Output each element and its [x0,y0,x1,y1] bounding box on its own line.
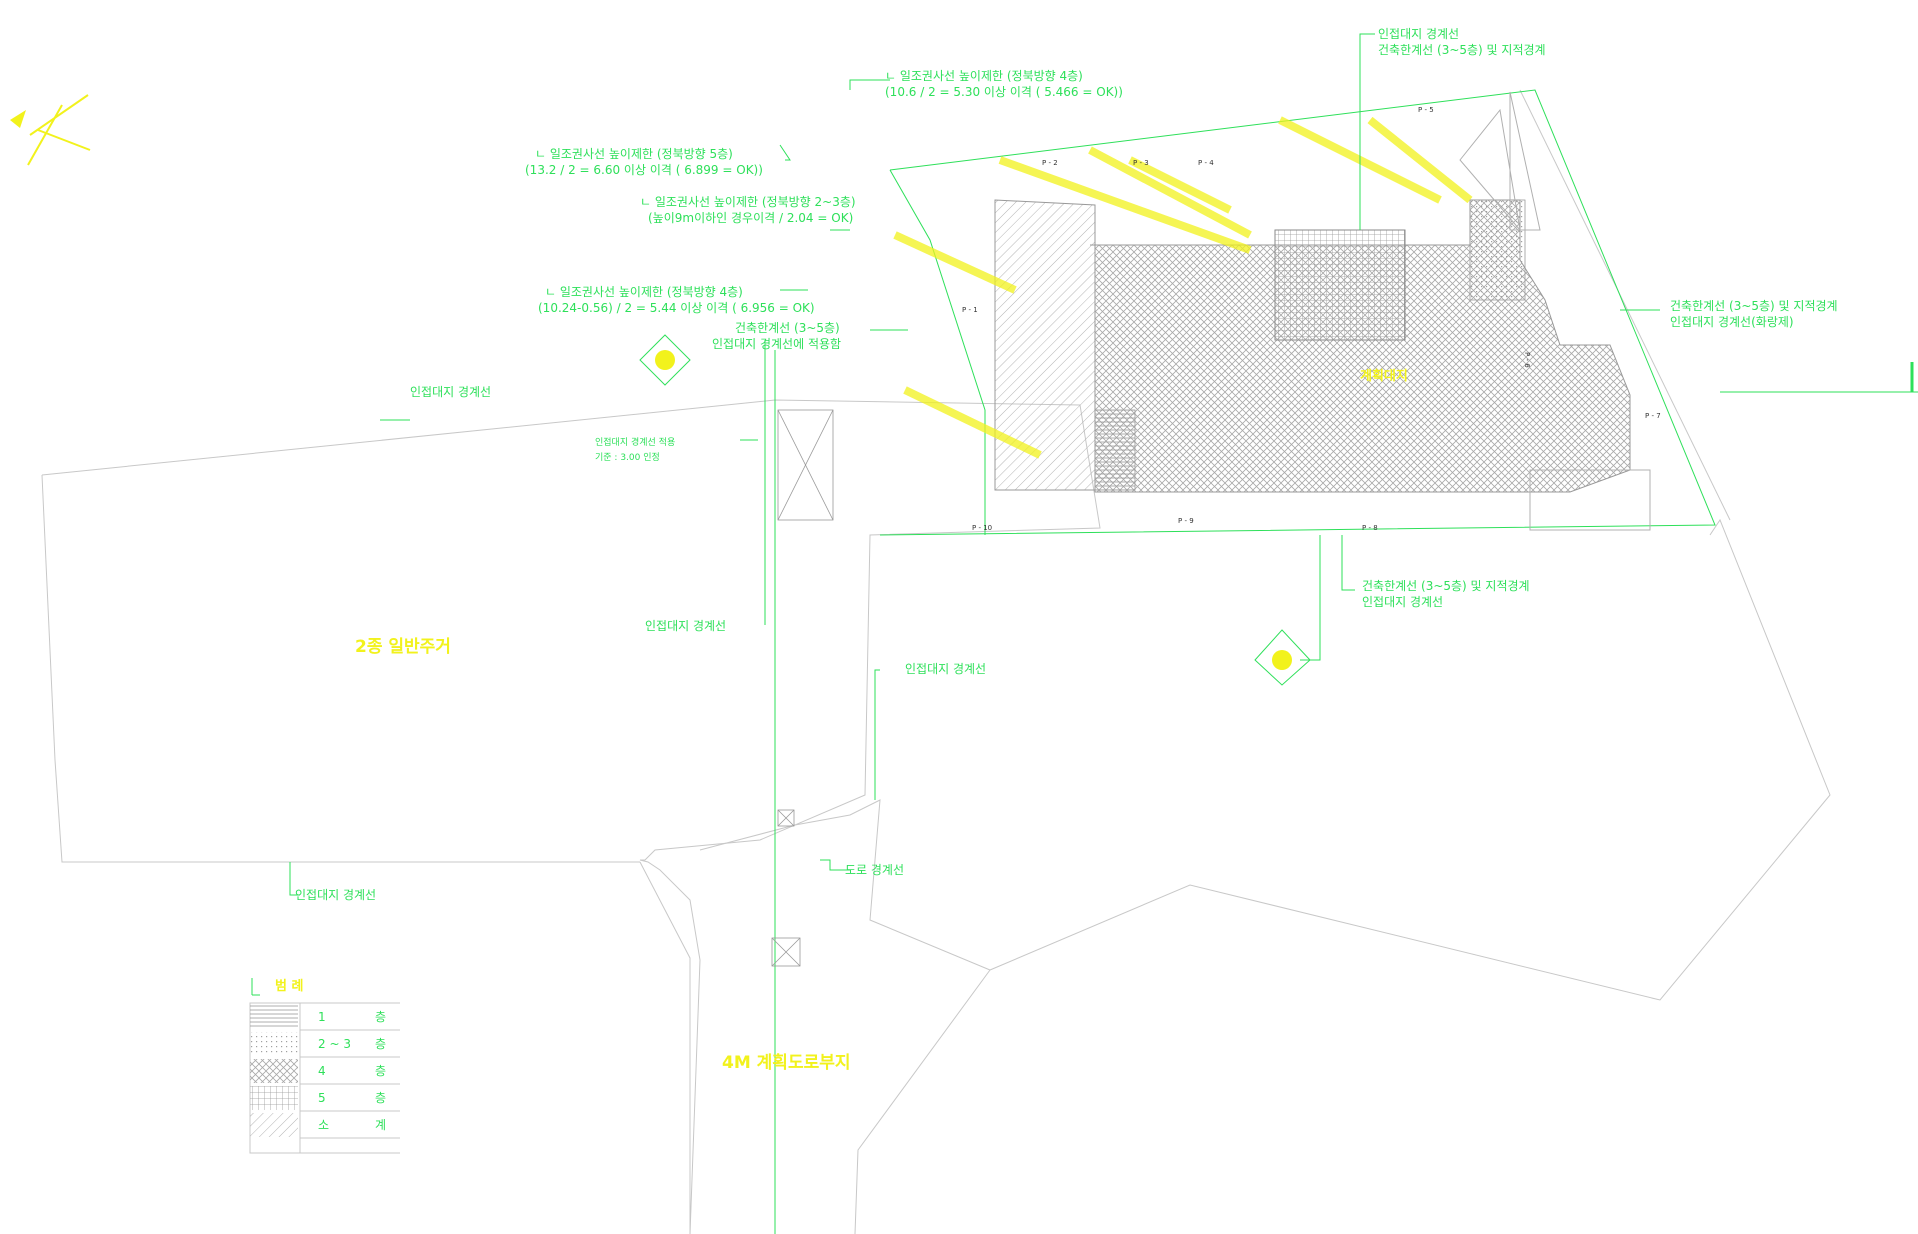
svg-text:ㄴ 일조권사선 높이제한 (정북방향 4층): ㄴ 일조권사선 높이제한 (정북방향 4층) [545,285,743,299]
legend-floor-5: 소 [318,1118,329,1132]
point-label-p9: P - 9 [1178,517,1194,525]
left-lot-boundary [41,399,1101,1234]
leader-lines [289,33,1660,1234]
svg-text:건축한계선 (3~5층) 및 지적경계: 건축한계선 (3~5층) 및 지적경계 [1378,43,1546,57]
zone-label-residential: 2종 일반주거 [355,637,451,657]
annotation-south-boundary: 건축한계선 (3~5층) 및 지적경계 인접대지 경계선 [1362,579,1530,609]
svg-text:ㄴ 일조권사선 높이제한 (정북방향 5층): ㄴ 일조권사선 높이제한 (정북방향 5층) [535,147,733,161]
point-label-p6: P - 6 [1523,352,1531,368]
legend-floor-4: 5 [318,1091,326,1105]
svg-text:(높이9m이하인 경우이격 / 2.04 = OK): (높이9m이하인 경우이격 / 2.04 = OK) [648,211,853,225]
point-label-p7: P - 7 [1645,412,1661,420]
boundary-note: 인접대지 경계선 적용 기준 : 3.00 인정 [595,436,675,463]
svg-text:(10.6 / 2 = 5.30 이상 이격 ( 5.466: (10.6 / 2 = 5.30 이상 이격 ( 5.466 = OK)) [885,85,1123,99]
point-label-p4: P - 4 [1198,159,1214,167]
svg-text:건축한계선 (3~5층) 및 지적경계: 건축한계선 (3~5층) 및 지적경계 [1670,299,1838,313]
point-label-p8: P - 8 [1362,524,1378,532]
svg-text:건축한계선 (3~5층): 건축한계선 (3~5층) [735,321,840,335]
road-line-label: 도로 경계선 [845,863,904,877]
zone-label-planned-road: 4M 계획도로부지 [722,1053,851,1073]
svg-text:인접대지 경계선: 인접대지 경계선 [1378,27,1459,41]
adjacent-lot-line-label-2: 인접대지 경계선 [645,619,726,633]
annotation-4f-b: ㄴ 일조권사선 높이제한 (정북방향 4층) (10.24-0.56) / 2 … [538,285,815,315]
point-label-p10: P - 10 [972,524,992,532]
legend-unit-1: 층 [375,1010,386,1024]
road-left-edge [639,861,691,1234]
svg-text:ㄴ 일조권사선 높이제한 (정북방향 4층): ㄴ 일조권사선 높이제한 (정북방향 4층) [885,69,1083,83]
legend-unit-3: 층 [375,1064,386,1078]
legend-floor-1: 1 [318,1010,326,1024]
building-footprint [994,91,1651,531]
point-label-p3: P - 3 [1133,159,1149,167]
south-lot-boundary [989,518,1831,1001]
left-lot-outline [41,474,640,863]
annotation-building-line-west: 건축한계선 (3~5층) 인접대지 경계선에 적용함 [712,321,841,351]
point-label-p1: P - 1 [962,306,978,314]
svg-text:인접대지 경계선에 적용함: 인접대지 경계선에 적용함 [712,337,841,351]
svg-text:인접대지 경계선: 인접대지 경계선 [1362,595,1443,609]
adjacent-lot-line-label-4: 인접대지 경계선 [295,888,376,902]
annotation-north-boundary: 인접대지 경계선 건축한계선 (3~5층) 및 지적경계 [1378,27,1546,57]
utility-marker [771,409,834,967]
svg-text:기준 : 3.00 인정: 기준 : 3.00 인정 [595,452,660,463]
adjacent-lot-line-label-3: 인접대지 경계선 [905,662,986,676]
east-lot-boundary [1519,89,1731,521]
legend-title: 범 례 [275,978,303,994]
svg-text:(10.24-0.56) / 2 = 5.44 이상 이격: (10.24-0.56) / 2 = 5.44 이상 이격 ( 6.956 = … [538,301,815,315]
annotation-4f-a: ㄴ 일조권사선 높이제한 (정북방향 4층) (10.6 / 2 = 5.30 … [885,69,1123,99]
annotation-5f: ㄴ 일조권사선 높이제한 (정북방향 5층) (13.2 / 2 = 6.60 … [525,147,763,177]
point-label-p2: P - 2 [1042,159,1058,167]
annotation-east-boundary: 건축한계선 (3~5층) 및 지적경계 인접대지 경계선(화랑제) [1670,299,1838,329]
adjacent-lot-line-label: 인접대지 경계선 [410,385,491,399]
svg-text:인접대지 경계선(화랑제): 인접대지 경계선(화랑제) [1670,315,1794,329]
legend-floor-3: 4 [318,1064,326,1078]
road-right-edge [699,799,991,1234]
zone-label-site: 계획대지 [1360,368,1408,384]
svg-text:건축한계선 (3~5층) 및 지적경계: 건축한계선 (3~5층) 및 지적경계 [1362,579,1530,593]
legend: 범 례 1 층 2 ~ 3 층 4 층 5 층 소 계 [249,978,400,1154]
legend-floor-2: 2 ~ 3 [318,1037,351,1051]
svg-text:인접대지 경계선 적용: 인접대지 경계선 적용 [595,436,675,448]
legend-unit-4: 층 [375,1091,386,1105]
svg-text:ㄴ 일조권사선 높이제한 (정북방향 2~3층): ㄴ 일조권사선 높이제한 (정북방향 2~3층) [640,195,856,209]
site-west-edge [889,169,986,535]
north-arrow-icon [10,94,91,166]
svg-text:(13.2 / 2 = 6.60 이상 이격 ( 6.899: (13.2 / 2 = 6.60 이상 이격 ( 6.899 = OK)) [525,163,763,177]
annotation-2-3f: ㄴ 일조권사선 높이제한 (정북방향 2~3층) (높이9m이하인 경우이격 /… [640,195,856,225]
legend-unit-2: 층 [375,1037,386,1051]
entrance-marker-icon [639,334,1311,686]
sunlight-setback-strips [893,116,1473,459]
point-label-p5: P - 5 [1418,106,1434,114]
site-boundary [879,89,1716,536]
legend-unit-5: 계 [375,1118,386,1132]
